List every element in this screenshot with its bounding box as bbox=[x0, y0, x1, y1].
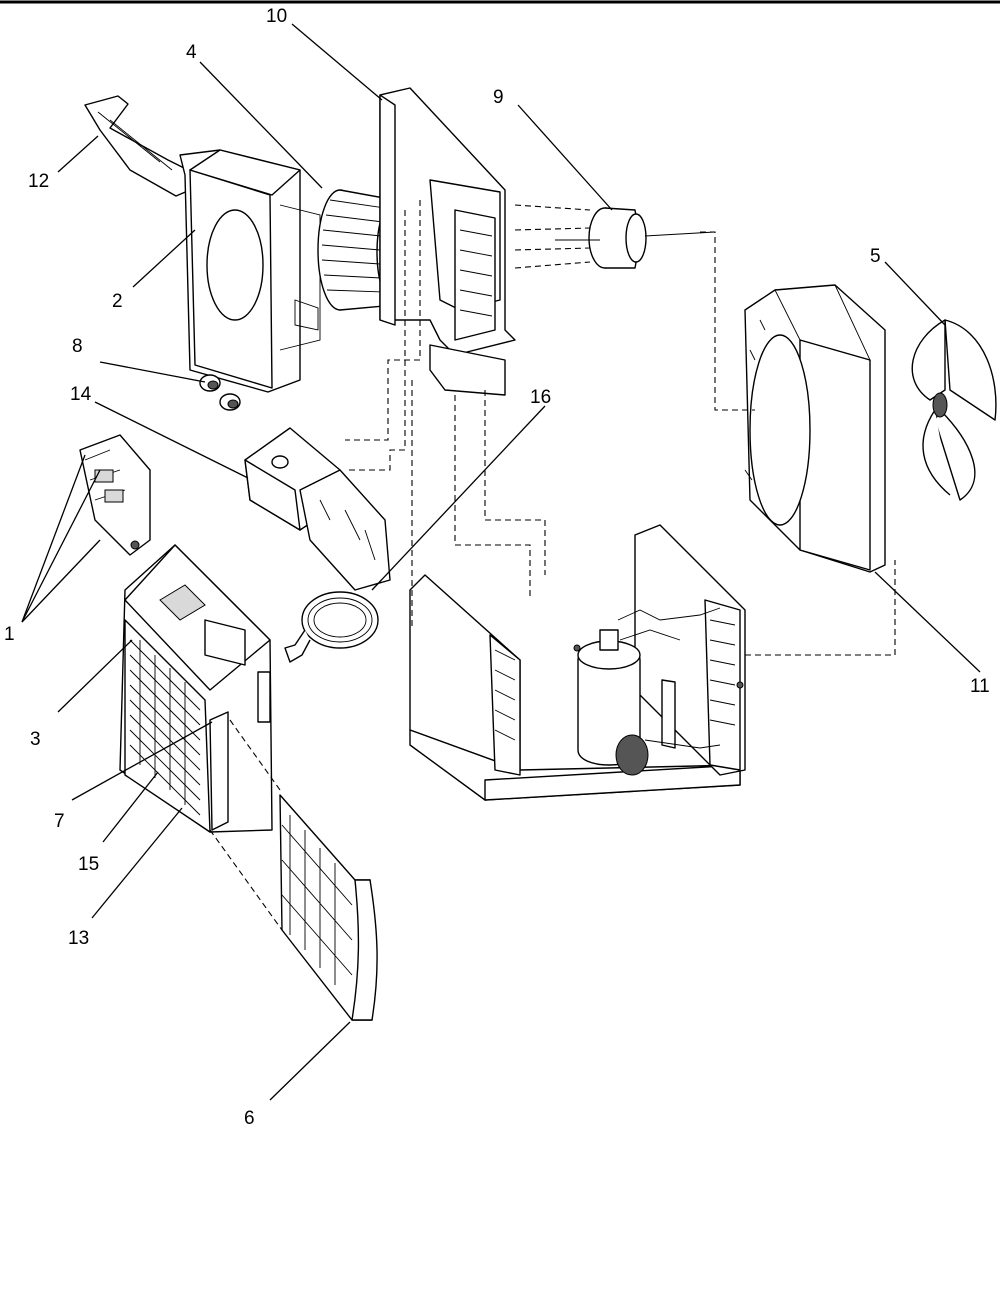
callout-5: 5 bbox=[870, 246, 881, 267]
part-12-louver bbox=[84, 95, 201, 197]
part-8-knobs bbox=[199, 374, 241, 411]
part-10-blower-partition bbox=[379, 87, 516, 396]
part-6-air-filter bbox=[279, 794, 378, 1021]
front-cabinet bbox=[119, 544, 273, 833]
callout-3: 3 bbox=[30, 729, 41, 750]
callout-labels: 1 2 3 4 5 6 7 8 9 10 11 12 13 14 15 16 bbox=[4, 6, 990, 1129]
callout-14: 14 bbox=[70, 384, 92, 405]
callout-11: 11 bbox=[970, 676, 990, 697]
part-9-fan-motor bbox=[555, 207, 716, 269]
part-1-control-components bbox=[79, 434, 151, 556]
part-5-condenser-fan-blade bbox=[911, 319, 997, 501]
callout-16: 16 bbox=[530, 387, 551, 408]
part-16-power-cord bbox=[284, 591, 379, 663]
base-chassis bbox=[409, 524, 746, 801]
callout-10: 10 bbox=[266, 6, 287, 27]
callout-12: 12 bbox=[28, 171, 49, 192]
callout-4: 4 bbox=[186, 42, 197, 63]
callout-13: 13 bbox=[68, 928, 89, 949]
callout-2: 2 bbox=[112, 291, 123, 312]
part-14-control-box bbox=[244, 427, 391, 591]
callout-1: 1 bbox=[4, 624, 15, 645]
part-2-scroll-housing bbox=[179, 149, 321, 393]
callout-7: 7 bbox=[54, 811, 65, 832]
part-11-condenser-shroud bbox=[744, 284, 886, 573]
callout-9: 9 bbox=[493, 87, 504, 108]
callout-15: 15 bbox=[78, 854, 99, 875]
callout-8: 8 bbox=[72, 336, 83, 357]
callout-6: 6 bbox=[244, 1108, 255, 1129]
callout-leaders bbox=[21, 23, 981, 1101]
